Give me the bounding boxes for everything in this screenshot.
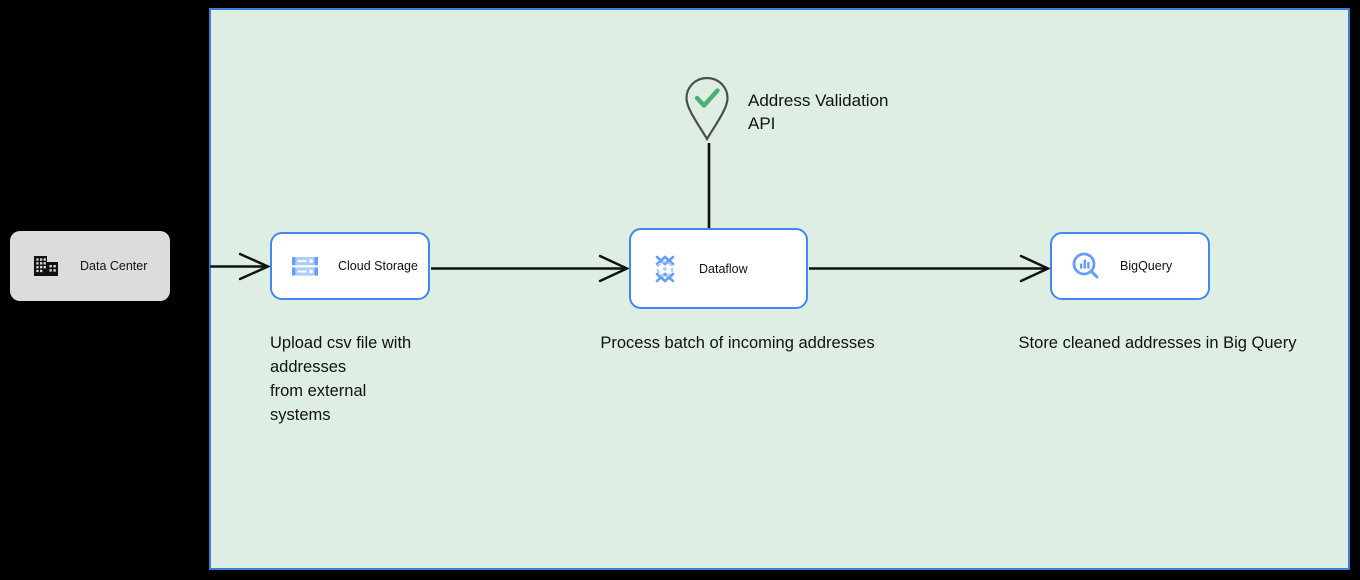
caption-cloud-storage: Upload csv file with addresses from exte… xyxy=(270,331,485,427)
caption-line-2: addresses xyxy=(270,358,347,376)
node-label-bigquery: BigQuery xyxy=(1120,259,1173,273)
node-label-data-center: Data Center xyxy=(80,259,148,273)
caption-line-3: from external xyxy=(270,382,367,400)
node-dataflow[interactable]: Dataflow xyxy=(629,228,808,309)
bigquery-icon xyxy=(1070,250,1102,282)
node-label-dataflow: Dataflow xyxy=(699,261,748,276)
caption-line-1: Upload csv file with xyxy=(270,334,412,352)
node-data-center[interactable]: Data Center xyxy=(10,231,170,301)
api-label: Address Validation API xyxy=(748,89,948,135)
node-cloud-storage[interactable]: Cloud Storage xyxy=(270,232,430,300)
api-label-line-2: API xyxy=(748,114,776,133)
node-bigquery[interactable]: BigQuery xyxy=(1050,232,1210,300)
building-icon xyxy=(32,252,60,280)
location-pin-check-icon[interactable] xyxy=(684,76,730,142)
caption-dataflow: Process batch of incoming addresses xyxy=(600,334,875,352)
caption-bigquery: Store cleaned addresses in Big Query xyxy=(1018,334,1297,352)
caption-line-4: systems xyxy=(270,406,331,424)
dataflow-icon xyxy=(649,253,681,285)
cloud-storage-icon xyxy=(290,251,320,281)
node-label-cloud-storage: Cloud Storage xyxy=(338,259,418,273)
api-label-line-1: Address Validation xyxy=(748,91,889,110)
